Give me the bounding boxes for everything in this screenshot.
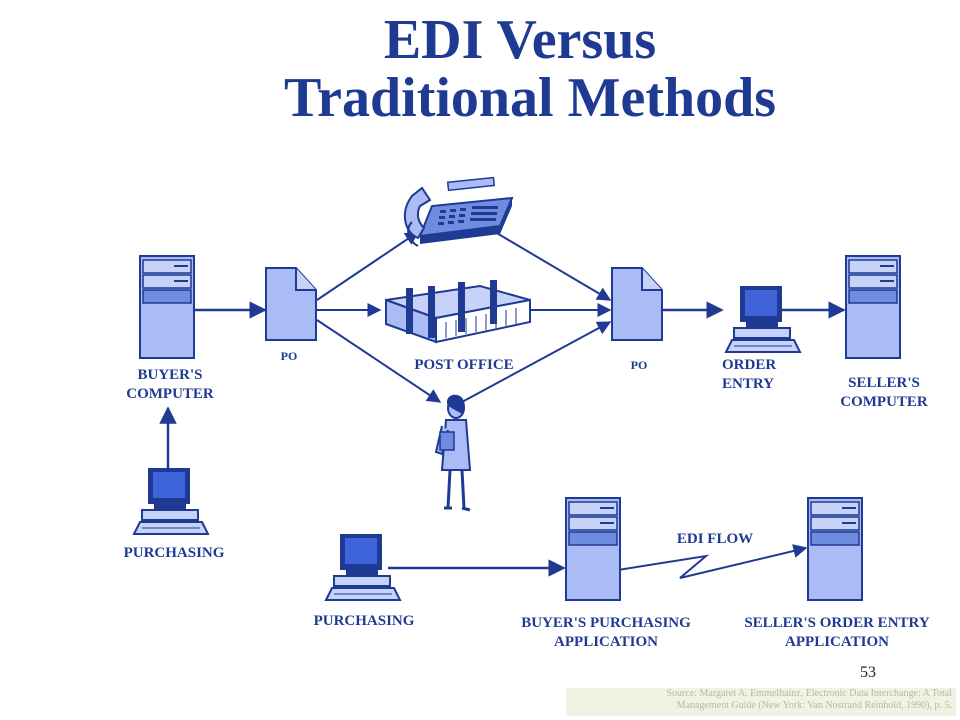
server-tower-icon bbox=[565, 497, 621, 601]
slide-title-line1: EDI Versus bbox=[383, 9, 657, 71]
source-line-1: Source: Margaret A. Emmelhainz, Electron… bbox=[666, 688, 953, 699]
desktop-computer-icon bbox=[725, 285, 801, 353]
document-icon bbox=[265, 267, 317, 341]
person-icon bbox=[434, 394, 472, 512]
arrow-person-to-po bbox=[461, 321, 612, 403]
slide-title-line2: Traditional Methods bbox=[283, 67, 777, 129]
label-buyers-computer: BUYER'S COMPUTER bbox=[126, 367, 214, 402]
label-purchasing-bottom: PURCHASING bbox=[313, 613, 415, 629]
label-po-right: PO bbox=[630, 358, 648, 372]
label-post-office: POST OFFICE bbox=[414, 357, 514, 373]
arrow-po-to-phone bbox=[316, 231, 420, 301]
desktop-computer-icon bbox=[133, 467, 209, 535]
source-line-2: Management Guide (New York: Van Nostrand… bbox=[676, 700, 952, 711]
lightning-bolt-icon bbox=[617, 544, 808, 579]
server-tower-icon bbox=[845, 255, 901, 359]
server-tower-icon bbox=[807, 497, 863, 601]
arrow-phone-to-po bbox=[494, 231, 612, 301]
label-po-left: PO bbox=[280, 349, 298, 363]
document-icon bbox=[611, 267, 663, 341]
source-citation: Source: Margaret A. Emmelhainz, Electron… bbox=[566, 688, 956, 716]
server-tower-icon bbox=[139, 255, 195, 359]
arrow-po-to-person bbox=[316, 319, 442, 403]
label-purchasing-left: PURCHASING bbox=[123, 545, 225, 561]
label-sellers-order-entry-app: SELLER'S ORDER ENTRY APPLICATION bbox=[744, 615, 930, 650]
post-office-building-icon bbox=[385, 280, 531, 344]
label-buyers-purchasing-app: BUYER'S PURCHASING APPLICATION bbox=[521, 615, 691, 650]
telephone-icon bbox=[403, 176, 514, 247]
page-number: 53 bbox=[860, 664, 876, 681]
label-edi-flow: EDI FLOW bbox=[676, 531, 754, 547]
label-order-entry: ORDER ENTRY bbox=[722, 357, 777, 392]
label-sellers-computer: SELLER'S COMPUTER bbox=[840, 375, 928, 410]
